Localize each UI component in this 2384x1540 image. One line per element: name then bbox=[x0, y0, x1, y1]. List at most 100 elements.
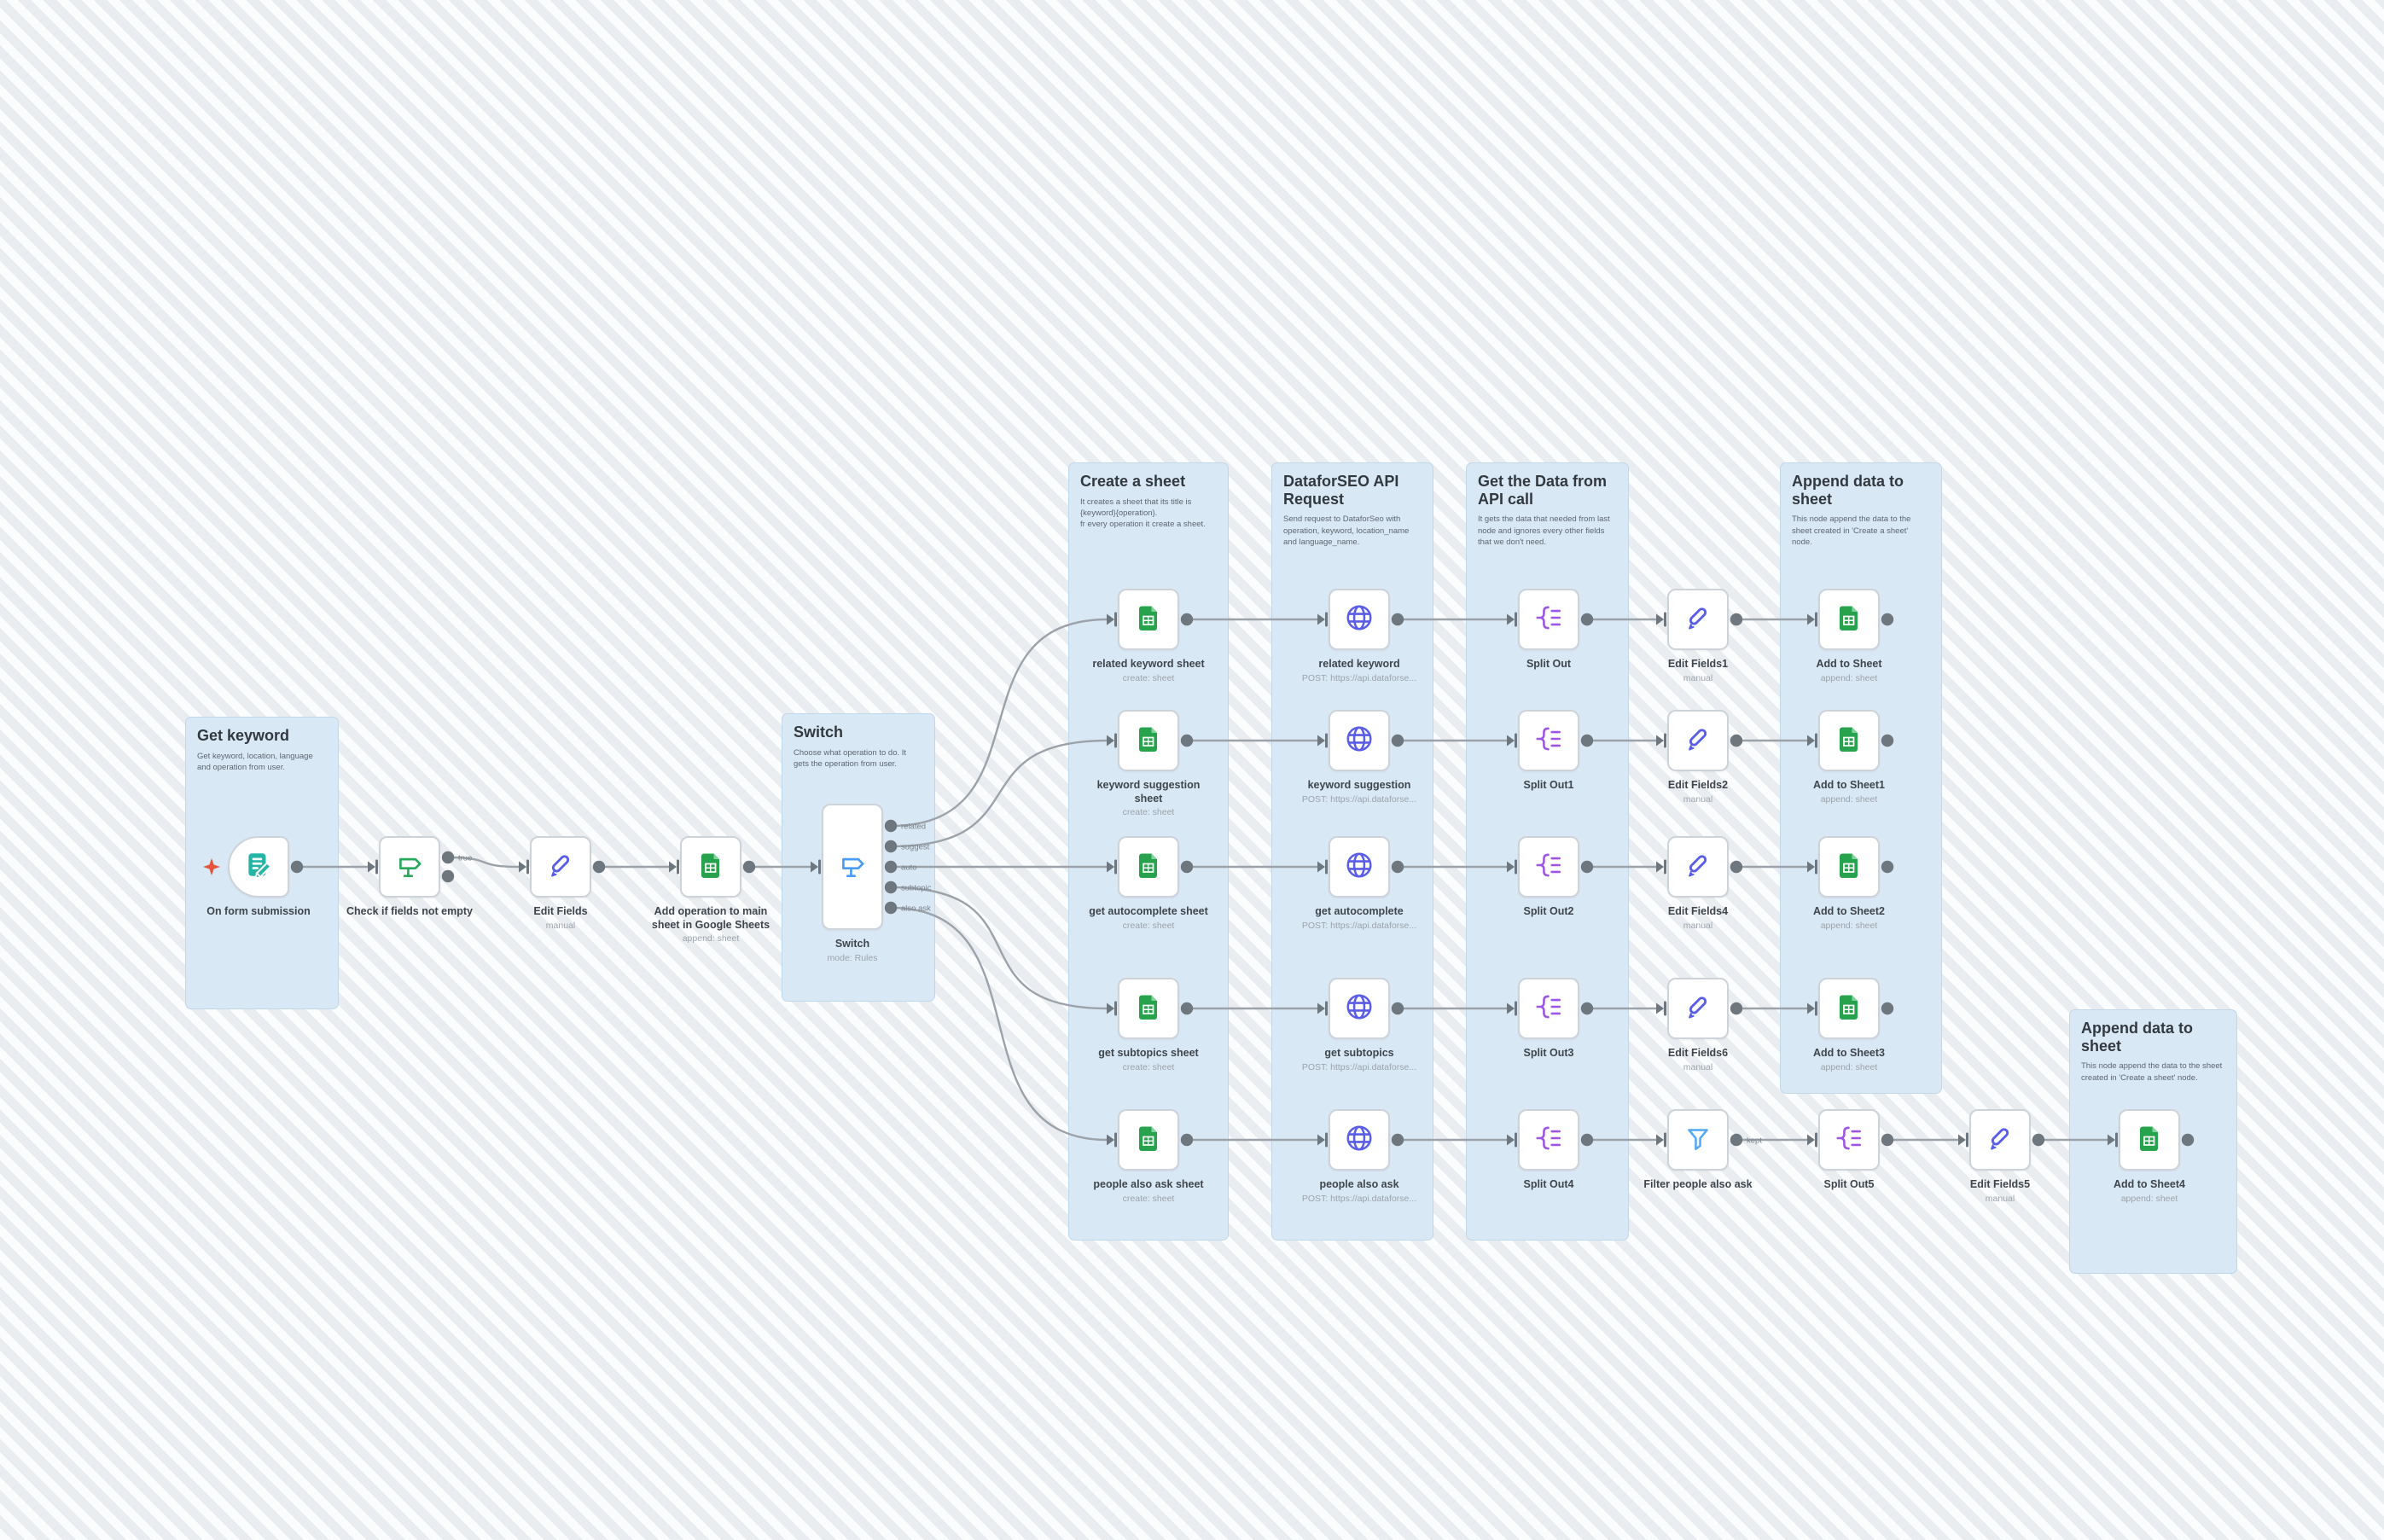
output-port[interactable] bbox=[742, 860, 756, 874]
output-port[interactable] bbox=[1180, 1002, 1194, 1015]
input-port[interactable] bbox=[669, 861, 677, 873]
output-port[interactable] bbox=[1580, 734, 1594, 747]
node-edit-fields5[interactable] bbox=[1969, 1109, 2031, 1171]
output-port[interactable] bbox=[884, 840, 898, 853]
output-port[interactable] bbox=[1180, 860, 1194, 874]
node-get-subtopics-sheet[interactable] bbox=[1118, 978, 1179, 1039]
node-filter-people-also-ask[interactable] bbox=[1667, 1109, 1729, 1171]
input-port[interactable] bbox=[519, 861, 526, 873]
input-port[interactable] bbox=[1507, 861, 1515, 873]
input-port[interactable] bbox=[1656, 861, 1664, 873]
node-add-to-sheet4[interactable] bbox=[2119, 1109, 2180, 1171]
input-port[interactable] bbox=[1107, 1134, 1114, 1146]
output-port[interactable] bbox=[1391, 613, 1404, 626]
node-check-if-fields-not-empty[interactable] bbox=[379, 836, 440, 898]
output-port[interactable] bbox=[290, 860, 304, 874]
node-add-to-sheet[interactable] bbox=[1818, 589, 1880, 650]
output-port[interactable] bbox=[1881, 860, 1894, 874]
input-port[interactable] bbox=[368, 861, 375, 873]
node-keyword-suggestion-sheet[interactable] bbox=[1118, 710, 1179, 771]
connection-line[interactable] bbox=[889, 906, 1109, 1142]
input-port[interactable] bbox=[1656, 1002, 1664, 1014]
connection-line[interactable] bbox=[446, 856, 521, 869]
output-port[interactable] bbox=[1391, 860, 1404, 874]
node-on-form-submission[interactable] bbox=[228, 836, 289, 898]
node-add-to-sheet3[interactable] bbox=[1818, 978, 1880, 1039]
output-port[interactable] bbox=[1580, 860, 1594, 874]
output-port[interactable] bbox=[441, 869, 455, 883]
output-port[interactable] bbox=[1580, 1133, 1594, 1147]
input-port[interactable] bbox=[1317, 1002, 1325, 1014]
node-edit-fields4[interactable] bbox=[1667, 836, 1729, 898]
output-port[interactable] bbox=[1580, 613, 1594, 626]
node-split-out2[interactable] bbox=[1518, 836, 1579, 898]
node-people-also-ask[interactable] bbox=[1329, 1109, 1390, 1171]
output-port[interactable] bbox=[1881, 1133, 1894, 1147]
node-split-out3[interactable] bbox=[1518, 978, 1579, 1039]
output-port[interactable] bbox=[1730, 734, 1743, 747]
output-port[interactable] bbox=[2181, 1133, 2195, 1147]
input-port[interactable] bbox=[1317, 1134, 1325, 1146]
node-add-operation-to-main-sheet[interactable] bbox=[680, 836, 741, 898]
connection-line[interactable] bbox=[889, 886, 1109, 1010]
output-port[interactable] bbox=[1180, 1133, 1194, 1147]
output-port[interactable] bbox=[1580, 1002, 1594, 1015]
input-port[interactable] bbox=[1317, 861, 1325, 873]
connection-line[interactable] bbox=[889, 618, 1109, 828]
output-port[interactable] bbox=[1180, 734, 1194, 747]
input-port[interactable] bbox=[1656, 613, 1664, 625]
output-port[interactable] bbox=[1730, 1133, 1743, 1147]
input-port[interactable] bbox=[1807, 861, 1815, 873]
output-port[interactable] bbox=[592, 860, 606, 874]
node-related-keyword[interactable] bbox=[1329, 589, 1390, 650]
node-add-to-sheet1[interactable] bbox=[1818, 710, 1880, 771]
input-port[interactable] bbox=[1807, 613, 1815, 625]
input-port[interactable] bbox=[1317, 735, 1325, 747]
input-port[interactable] bbox=[1317, 613, 1325, 625]
node-people-also-ask-sheet[interactable] bbox=[1118, 1109, 1179, 1171]
node-split-out5[interactable] bbox=[1818, 1109, 1880, 1171]
input-port[interactable] bbox=[1107, 1002, 1114, 1014]
input-port[interactable] bbox=[1507, 1002, 1515, 1014]
output-port[interactable] bbox=[1180, 613, 1194, 626]
output-port[interactable] bbox=[884, 901, 898, 915]
input-port[interactable] bbox=[1507, 613, 1515, 625]
input-port[interactable] bbox=[1807, 1002, 1815, 1014]
output-port[interactable] bbox=[884, 860, 898, 874]
output-port[interactable] bbox=[1391, 1133, 1404, 1147]
output-port[interactable] bbox=[884, 880, 898, 894]
node-split-out1[interactable] bbox=[1518, 710, 1579, 771]
input-port[interactable] bbox=[1507, 735, 1515, 747]
input-port[interactable] bbox=[1107, 735, 1114, 747]
node-edit-fields2[interactable] bbox=[1667, 710, 1729, 771]
input-port[interactable] bbox=[1107, 613, 1114, 625]
node-keyword-suggestion[interactable] bbox=[1329, 710, 1390, 771]
output-port[interactable] bbox=[1730, 613, 1743, 626]
input-port[interactable] bbox=[2108, 1134, 2115, 1146]
input-port[interactable] bbox=[1107, 861, 1114, 873]
node-get-autocomplete-sheet[interactable] bbox=[1118, 836, 1179, 898]
node-add-to-sheet2[interactable] bbox=[1818, 836, 1880, 898]
output-port[interactable] bbox=[1391, 734, 1404, 747]
node-get-subtopics[interactable] bbox=[1329, 978, 1390, 1039]
output-port[interactable] bbox=[1881, 1002, 1894, 1015]
input-port[interactable] bbox=[1958, 1134, 1966, 1146]
node-edit-fields[interactable] bbox=[530, 836, 591, 898]
output-port[interactable] bbox=[1881, 613, 1894, 626]
input-port[interactable] bbox=[811, 861, 818, 873]
node-get-autocomplete[interactable] bbox=[1329, 836, 1390, 898]
output-port[interactable] bbox=[1391, 1002, 1404, 1015]
input-port[interactable] bbox=[1807, 735, 1815, 747]
input-port[interactable] bbox=[1507, 1134, 1515, 1146]
output-port[interactable] bbox=[2032, 1133, 2045, 1147]
node-edit-fields1[interactable] bbox=[1667, 589, 1729, 650]
node-edit-fields6[interactable] bbox=[1667, 978, 1729, 1039]
node-switch[interactable] bbox=[822, 804, 883, 930]
input-port[interactable] bbox=[1656, 735, 1664, 747]
node-split-out[interactable] bbox=[1518, 589, 1579, 650]
input-port[interactable] bbox=[1807, 1134, 1815, 1146]
node-split-out4[interactable] bbox=[1518, 1109, 1579, 1171]
node-related-keyword-sheet[interactable] bbox=[1118, 589, 1179, 650]
output-port[interactable] bbox=[441, 851, 455, 864]
